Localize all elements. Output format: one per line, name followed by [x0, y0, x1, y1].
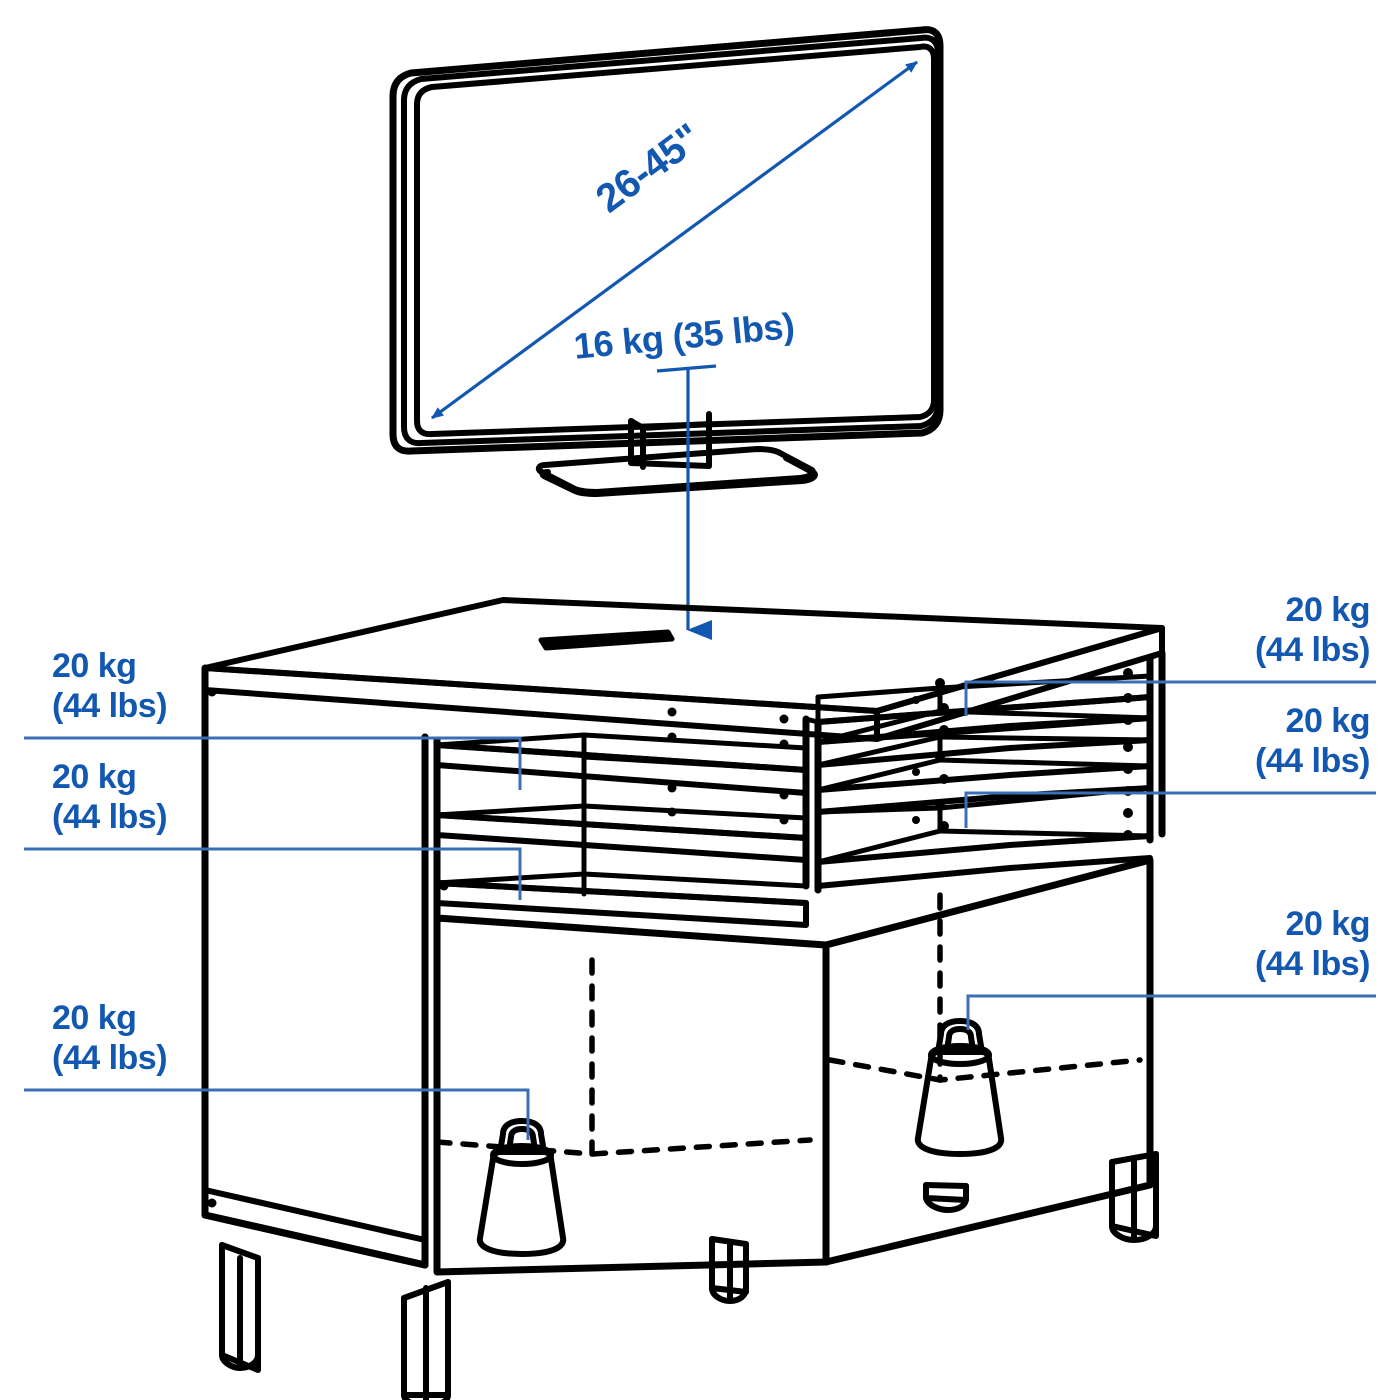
capacity-label-left-cabinet-floor: 20 kg (44 lbs) [52, 998, 168, 1078]
capacity-value-line1: 20 kg [1285, 591, 1371, 629]
capacity-value-line2: (44 lbs) [1254, 945, 1371, 983]
capacity-label-left-upper-shelf: 20 kg (44 lbs) [52, 757, 168, 837]
leader-left-upper-shelf [24, 847, 522, 900]
capacity-label-right-cabinet-floor: 20 kg (44 lbs) [1254, 904, 1371, 984]
peg-hole-icon [667, 668, 1133, 840]
capacity-value-line1: 20 kg [52, 647, 137, 685]
capacity-label-top-left-panel: 20 kg (44 lbs) [52, 646, 168, 726]
capacity-value-line2: (44 lbs) [52, 687, 168, 725]
capacity-value-line2: (44 lbs) [1254, 742, 1371, 780]
capacity-value-line1: 20 kg [52, 758, 137, 796]
leader-right-upper-shelf [964, 791, 1376, 828]
leg-icon [219, 1151, 1159, 1400]
capacity-value-line2: (44 lbs) [52, 798, 168, 836]
leader-top-left-panel [24, 736, 522, 790]
capacity-value-line1: 20 kg [1285, 702, 1371, 740]
tv-bench-icon [201, 597, 1166, 1400]
leader-left-cabinet-floor [24, 1088, 530, 1140]
tv-diagonal-arrow-icon [431, 60, 918, 420]
left-door [433, 914, 830, 1276]
capacity-value-line1: 20 kg [52, 999, 137, 1037]
capacity-value-line2: (44 lbs) [1254, 631, 1371, 669]
capacity-value-line2: (44 lbs) [52, 1039, 168, 1077]
leader-right-cabinet-floor [966, 994, 1376, 1030]
tv-stand-icon [535, 411, 818, 497]
capacity-label-right-top-panel: 20 kg (44 lbs) [1254, 590, 1371, 670]
tv-screen-icon [389, 26, 944, 455]
weight-icon [476, 1018, 1005, 1257]
capacity-label-right-upper-shelf: 20 kg (44 lbs) [1254, 701, 1371, 781]
capacity-value-line1: 20 kg [1285, 905, 1371, 943]
tv-placement-arrow-icon [656, 364, 717, 640]
cable-management-slot-icon [538, 629, 675, 651]
leader-right-top-panel [964, 680, 1376, 716]
